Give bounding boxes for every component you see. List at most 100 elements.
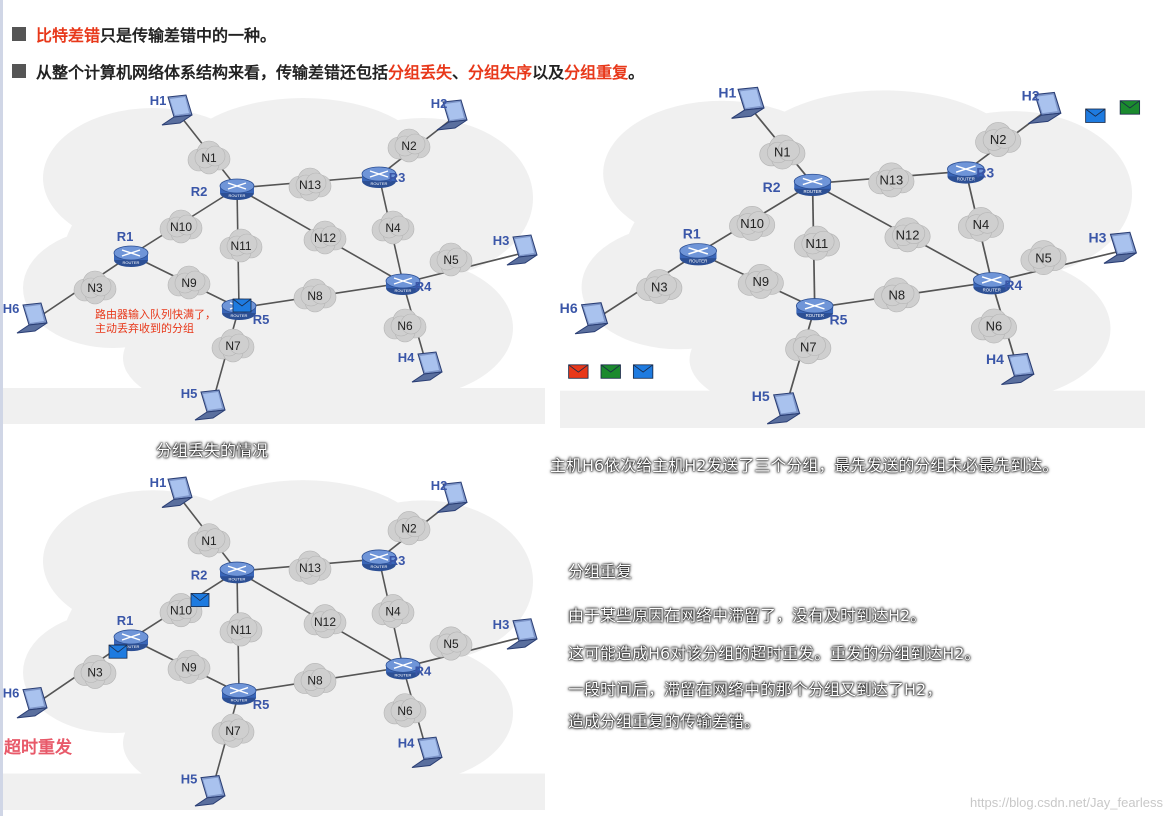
router-badge: ROUTER bbox=[395, 672, 412, 677]
host-h3: H3 bbox=[493, 233, 538, 266]
router-label: R5 bbox=[253, 697, 270, 712]
host-label: H1 bbox=[150, 475, 167, 490]
cloud-n11: N11 bbox=[219, 228, 263, 263]
host-h4: H4 bbox=[398, 350, 443, 383]
cloud-label: N2 bbox=[401, 522, 417, 536]
bullet-text-part: 以及 bbox=[532, 63, 565, 82]
host-h3: H3 bbox=[1089, 231, 1138, 264]
cloud-label: N4 bbox=[385, 221, 401, 235]
host-label: H3 bbox=[493, 233, 510, 248]
router-label: R2 bbox=[191, 184, 208, 199]
bullet-text-part: 从整个计算机网络体系结构来看，传输差错还包括 bbox=[36, 63, 389, 82]
bullet-2-text: 从整个计算机网络体系结构来看，传输差错还包括分组丢失、分组失序以及分组重复。 bbox=[36, 59, 644, 83]
router-label: R2 bbox=[191, 567, 208, 582]
host-label: H5 bbox=[181, 772, 198, 787]
cloud-n3: N3 bbox=[73, 654, 117, 689]
host-h6: H6 bbox=[560, 301, 609, 335]
host-h2: H2 bbox=[431, 96, 468, 131]
host-label: H3 bbox=[1089, 231, 1107, 246]
cloud-n12: N12 bbox=[303, 604, 347, 639]
router-badge: ROUTER bbox=[123, 644, 140, 649]
host-label: H2 bbox=[431, 96, 448, 111]
cloud-label: N10 bbox=[740, 217, 764, 231]
bullet-square-icon bbox=[12, 64, 26, 78]
cloud-n13: N13 bbox=[288, 167, 332, 202]
cloud-n5: N5 bbox=[429, 626, 473, 661]
host-label: H5 bbox=[181, 386, 198, 401]
cloud-n7: N7 bbox=[211, 713, 255, 748]
cloud-n5: N5 bbox=[429, 242, 473, 277]
host-label: H3 bbox=[493, 617, 510, 632]
host-label: H6 bbox=[560, 301, 578, 316]
network-cloud-background bbox=[3, 480, 545, 815]
dropped-packet-envelope-icon bbox=[232, 298, 252, 313]
highlight-term: 比特差错 bbox=[36, 26, 101, 45]
cloud-label: N8 bbox=[307, 673, 323, 687]
host-h2: H2 bbox=[1022, 89, 1062, 125]
duplicate-line-1: 由于某些原因在网络中滞留了，没有及时到达H2。 bbox=[568, 606, 927, 625]
router-r5: ROUTER R5 bbox=[221, 683, 270, 712]
cloud-n8: N8 bbox=[293, 278, 337, 313]
watermark: https://blog.csdn.net/Jay_fearless bbox=[970, 795, 1163, 810]
host-h4: H4 bbox=[986, 352, 1035, 386]
cloud-n6: N6 bbox=[383, 693, 427, 728]
cloud-label: N13 bbox=[879, 174, 903, 188]
router-badge: ROUTER bbox=[231, 698, 248, 703]
note-line-2: 主动丢弃收到的分组 bbox=[95, 322, 194, 335]
cloud-n9: N9 bbox=[737, 264, 784, 299]
cloud-label: N10 bbox=[170, 604, 192, 618]
cloud-n9: N9 bbox=[167, 649, 211, 684]
cloud-label: N1 bbox=[201, 534, 217, 548]
network-diagram-3: N1N2N3N4N5N6N7N8N9N10N11N12N13ROUTERR1RO… bbox=[3, 475, 545, 815]
router-badge: ROUTER bbox=[229, 193, 246, 198]
cloud-n11: N11 bbox=[793, 225, 840, 261]
cloud-label: N9 bbox=[181, 660, 197, 674]
host-label: H2 bbox=[431, 478, 448, 493]
host-h1: H1 bbox=[718, 86, 765, 119]
host-h3: H3 bbox=[493, 617, 538, 650]
cloud-label: N11 bbox=[230, 239, 251, 253]
cloud-label: N9 bbox=[752, 275, 769, 289]
host-h5: H5 bbox=[752, 389, 801, 425]
cloud-n7: N7 bbox=[785, 329, 832, 365]
sent-packet-envelope-icon bbox=[568, 364, 589, 379]
cloud-label: N6 bbox=[397, 704, 413, 718]
host-h5: H5 bbox=[181, 772, 226, 807]
duplicate-line-3: 一段时间后，滞留在网络中的那个分组又到达了H2， bbox=[568, 680, 943, 699]
router-badge: ROUTER bbox=[983, 287, 1001, 292]
cloud-n1: N1 bbox=[759, 134, 806, 170]
host-h2: H2 bbox=[431, 478, 468, 514]
cloud-n8: N8 bbox=[873, 277, 920, 313]
host-label: H2 bbox=[1022, 89, 1040, 104]
cloud-n2: N2 bbox=[387, 128, 431, 163]
router-label: R3 bbox=[976, 166, 994, 181]
cloud-label: N5 bbox=[1035, 252, 1052, 266]
duplicate-line-4: 造成分组重复的传输差错。 bbox=[568, 712, 761, 731]
diagram-content: N1N2N3N4N5N6N7N8N9N10N11N12N13ROUTERR1RO… bbox=[3, 475, 545, 815]
router-badge: ROUTER bbox=[371, 564, 388, 569]
cloud-label: N7 bbox=[225, 724, 241, 738]
bullet-line-2: 从整个计算机网络体系结构来看，传输差错还包括分组丢失、分组失序以及分组重复。 bbox=[12, 59, 644, 83]
host-label: H4 bbox=[398, 350, 415, 365]
router-label: R4 bbox=[415, 279, 432, 294]
cloud-n11: N11 bbox=[219, 612, 263, 647]
cloud-label: N1 bbox=[774, 146, 791, 160]
router-drop-note: 路由器输入队列快满了， 主动丢弃收到的分组 bbox=[95, 308, 216, 336]
cloud-n12: N12 bbox=[303, 220, 347, 255]
cloud-n12: N12 bbox=[884, 217, 931, 253]
router-label: R5 bbox=[830, 313, 848, 328]
cloud-label: N10 bbox=[170, 220, 192, 234]
cloud-n7: N7 bbox=[211, 328, 255, 363]
host-label: H1 bbox=[150, 93, 167, 108]
bullet-square-icon bbox=[12, 27, 26, 41]
cloud-label: N7 bbox=[225, 339, 241, 353]
host-label: H4 bbox=[986, 352, 1004, 367]
router-badge: ROUTER bbox=[123, 260, 140, 265]
sent-packet-envelope-icon bbox=[632, 364, 654, 379]
